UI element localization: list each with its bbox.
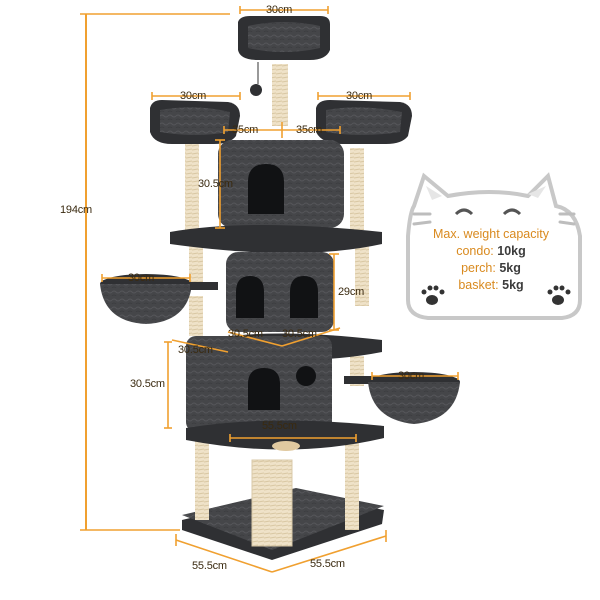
middle-condo-height-label: 29cm <box>338 286 365 298</box>
upper-condo-width-right-label: 35cm <box>296 124 323 136</box>
platform-width-label: 55.5cm <box>262 420 297 432</box>
lower-condo <box>186 336 384 451</box>
left-basket-width-label: 30cm <box>128 272 155 284</box>
capacity-perch-row: perch: 5kg <box>406 260 576 277</box>
right-basket <box>344 372 460 424</box>
basket-label: basket: <box>458 278 499 292</box>
condo-value: 10kg <box>497 244 526 258</box>
left-basket <box>100 274 218 324</box>
perch-value: 5kg <box>499 261 521 275</box>
weight-capacity-card <box>406 172 582 320</box>
upper-condo-height-label: 30.5cm <box>198 178 233 190</box>
upper-condo-width-left-label: 35cm <box>232 124 259 136</box>
left-perch-width-label: 30cm <box>180 90 207 102</box>
sisal-posts <box>185 64 369 530</box>
platform-hole <box>272 441 300 451</box>
condo-label: condo: <box>456 244 494 258</box>
lower-condo-height-label: 30.5cm <box>130 378 165 390</box>
paw-print-icon <box>421 285 445 305</box>
lower-condo-depth-label: 30.5cm <box>178 344 213 356</box>
top-perch <box>238 16 330 96</box>
cat-card-outline <box>406 172 582 320</box>
capacity-title: Max. weight capacity <box>432 227 550 241</box>
left-perch <box>150 100 240 144</box>
paw-print-icon <box>547 285 571 305</box>
basket-value: 5kg <box>502 278 524 292</box>
cat-eye-icon <box>502 208 522 216</box>
right-perch-width-label: 30cm <box>346 90 373 102</box>
middle-condo-width-right-label: 30.5cm <box>282 328 317 340</box>
base-depth-label: 55.5cm <box>192 560 227 572</box>
cat-whiskers-icon <box>412 212 576 226</box>
base-board <box>182 459 384 560</box>
capacity-text-block: Max. weight capacity condo: 10kg perch: … <box>406 226 576 294</box>
capacity-condo-row: condo: 10kg <box>406 243 576 260</box>
scratching-ramp <box>251 459 293 547</box>
capacity-basket-row: basket: 5kg <box>406 277 576 294</box>
middle-condo-width-left-label: 30.5cm <box>228 328 263 340</box>
total-height-label: 194cm <box>60 204 93 216</box>
total-height-dimension <box>80 13 230 531</box>
top-perch-width-label: 30cm <box>266 4 293 16</box>
upper-platform <box>170 225 382 253</box>
right-basket-width-label: 30cm <box>398 370 425 382</box>
base-width-label: 55.5cm <box>310 558 345 570</box>
dimension-lines <box>101 6 459 573</box>
upper-condo <box>170 140 382 253</box>
lower-platform <box>186 420 384 450</box>
right-perch <box>316 100 412 144</box>
cat-eye-icon <box>454 208 474 216</box>
dangling-ball-toy <box>250 84 262 96</box>
perch-label: perch: <box>461 261 496 275</box>
